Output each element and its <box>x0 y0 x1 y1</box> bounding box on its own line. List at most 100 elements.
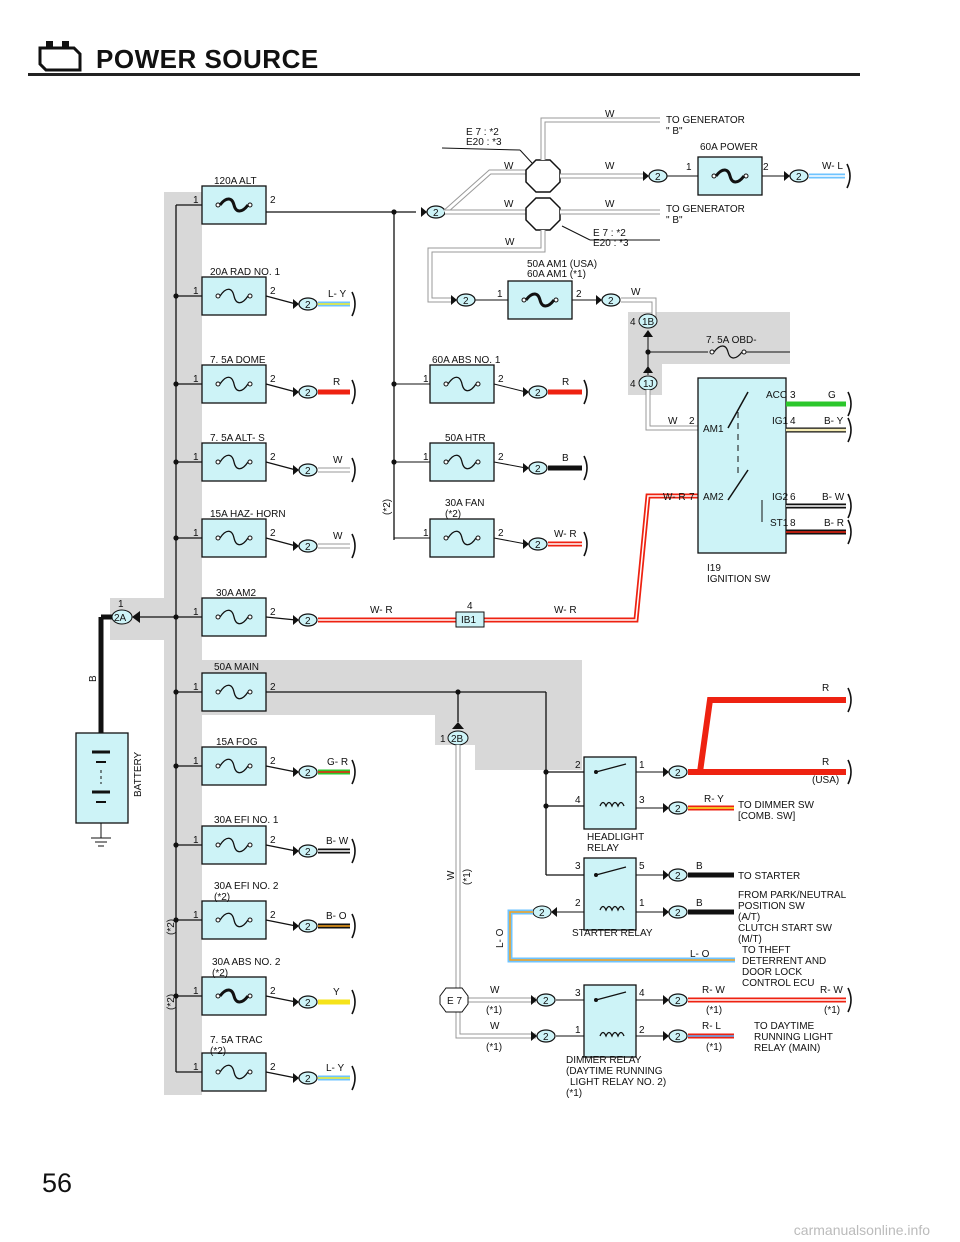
connector-pin: 1 <box>440 734 446 745</box>
fuse-note: (*2) <box>210 1046 226 1057</box>
connector-label: 2 <box>305 466 311 477</box>
wire-color: L- Y <box>326 1063 344 1074</box>
fuse-label: 30A EFI NO. 1 <box>214 815 279 826</box>
engine-note: E20 : *3 <box>593 238 629 249</box>
pin-number: 1 <box>193 1062 199 1073</box>
wire-color: R- W <box>702 985 725 996</box>
wire-color: L- O <box>690 949 710 960</box>
fuse-note: (*2) <box>212 968 228 979</box>
destination-label: TO DIMMER SW <box>738 800 814 811</box>
pin-number: 1 <box>639 760 645 771</box>
fuse-label: 7. 5A TRAC <box>210 1035 263 1046</box>
connector-label: 2 <box>608 296 614 307</box>
pin-number: 4 <box>639 988 645 999</box>
wire-color: B <box>562 453 569 464</box>
page-title: POWER SOURCE <box>96 44 319 74</box>
ignition-switch: AM1 AM2 ACC IG1 IG2 ST1 3 4 6 8 2 7 W W-… <box>663 377 796 585</box>
connector-label: 2 <box>305 998 311 1009</box>
pin-number: 1 <box>193 607 199 618</box>
connector-label: 2A <box>114 613 127 624</box>
pin-number: 1 <box>193 528 199 539</box>
wire-color: W <box>490 985 500 996</box>
dimmer-relay: 3 4 1 2 DIMMER RELAY (DAYTIME RUNNING LI… <box>566 984 666 1099</box>
ignition-terminal: AM2 <box>703 492 724 503</box>
generator-terminal: " B" <box>666 126 683 137</box>
variant-note: (USA) <box>812 775 839 786</box>
pin-number: 1 <box>193 835 199 846</box>
fuse-note: (*2) <box>445 509 461 520</box>
wire-color: B- Y <box>824 416 844 427</box>
destination-label: CONTROL ECU <box>742 978 814 989</box>
connector-label: 2 <box>305 542 311 553</box>
variant-note: (*1) <box>462 869 473 885</box>
pin-number: 2 <box>270 607 276 618</box>
page-number: 56 <box>42 1168 73 1198</box>
fuse-label: 20A RAD NO. 1 <box>210 267 280 278</box>
variant-note: (*1) <box>706 1042 722 1053</box>
wire-color: W <box>333 531 343 542</box>
destination-label: RELAY (MAIN) <box>754 1043 820 1054</box>
wire-color: R <box>562 377 569 388</box>
destination-label: (M/T) <box>738 934 762 945</box>
wire-color: R <box>822 683 829 694</box>
relay-label: (DAYTIME RUNNING <box>566 1066 663 1077</box>
pin-number: 4 <box>575 795 581 806</box>
pin-number: 1 <box>193 195 199 206</box>
ignition-terminal: IG2 <box>772 492 789 503</box>
fuse-fog <box>201 746 267 786</box>
pin-number: 1 <box>423 374 429 385</box>
engine-note: E20 : *3 <box>466 137 502 148</box>
ignition-desc: IGNITION SW <box>707 574 771 585</box>
destination-label: TO STARTER <box>738 871 800 882</box>
pin-number: 3 <box>790 390 796 401</box>
variant-note: (*2) <box>166 919 177 935</box>
pin-number: 1 <box>193 452 199 463</box>
fuse-label: 7. 5A ALT- S <box>210 433 265 444</box>
pin-number: 1 <box>575 1025 581 1036</box>
destination-label: DETERRENT AND <box>742 956 826 967</box>
wire-color: W <box>668 416 678 427</box>
connector-label: 2 <box>675 804 681 815</box>
pin-number: 1 <box>423 452 429 463</box>
pin-number: 2 <box>270 1062 276 1073</box>
fuse-am2 <box>201 597 267 637</box>
fuse-label: 50A AM1 (USA) <box>527 259 597 270</box>
pin-number: 1 <box>193 756 199 767</box>
connector-label: 2 <box>539 908 545 919</box>
pin-number: 6 <box>790 492 796 503</box>
connector-label: 1B <box>642 317 655 328</box>
pin-number: 1 <box>193 286 199 297</box>
connector-label: 2 <box>535 388 541 399</box>
wire-color: R- L <box>702 1021 721 1032</box>
fuse-abs-2 <box>200 975 268 1017</box>
fuse-alt-s <box>201 442 267 482</box>
connector-label: 2 <box>675 996 681 1007</box>
connector-label: 2 <box>463 296 469 307</box>
pin-number: 2 <box>270 286 276 297</box>
pin-number: 2 <box>763 162 769 173</box>
fuse-note: (*2) <box>214 892 230 903</box>
connector-label: 2 <box>675 871 681 882</box>
relay-label: STARTER RELAY <box>572 928 653 939</box>
wire-color: G- R <box>327 757 348 768</box>
pin-number: 2 <box>576 289 582 300</box>
pin-number: 1 <box>639 898 645 909</box>
destination-label: (A/T) <box>738 912 760 923</box>
fuse-efi-1 <box>201 825 267 865</box>
wire-color: W <box>333 455 343 466</box>
ignition-terminal: AM1 <box>703 424 724 435</box>
wire-color: W <box>605 109 615 120</box>
connector-label: 2B <box>451 734 464 745</box>
ignition-terminal: ACC <box>766 390 787 401</box>
pin-number: 2 <box>270 682 276 693</box>
connector-pin: 4 <box>467 601 473 612</box>
connector-label: 2 <box>543 996 549 1007</box>
fuse-label: 30A AM2 <box>216 588 256 599</box>
wire-color: B- O <box>326 911 347 922</box>
pin-number: 2 <box>270 756 276 767</box>
relay-label: DIMMER RELAY <box>566 1055 642 1066</box>
fuse-am1: 2 2 50A AM1 (USA) 60A AM1 (*1) 1 2 W <box>450 259 657 322</box>
wire-color: R- W <box>820 985 843 996</box>
wire-color: R <box>333 377 340 388</box>
connector-label: 2 <box>305 1074 311 1085</box>
